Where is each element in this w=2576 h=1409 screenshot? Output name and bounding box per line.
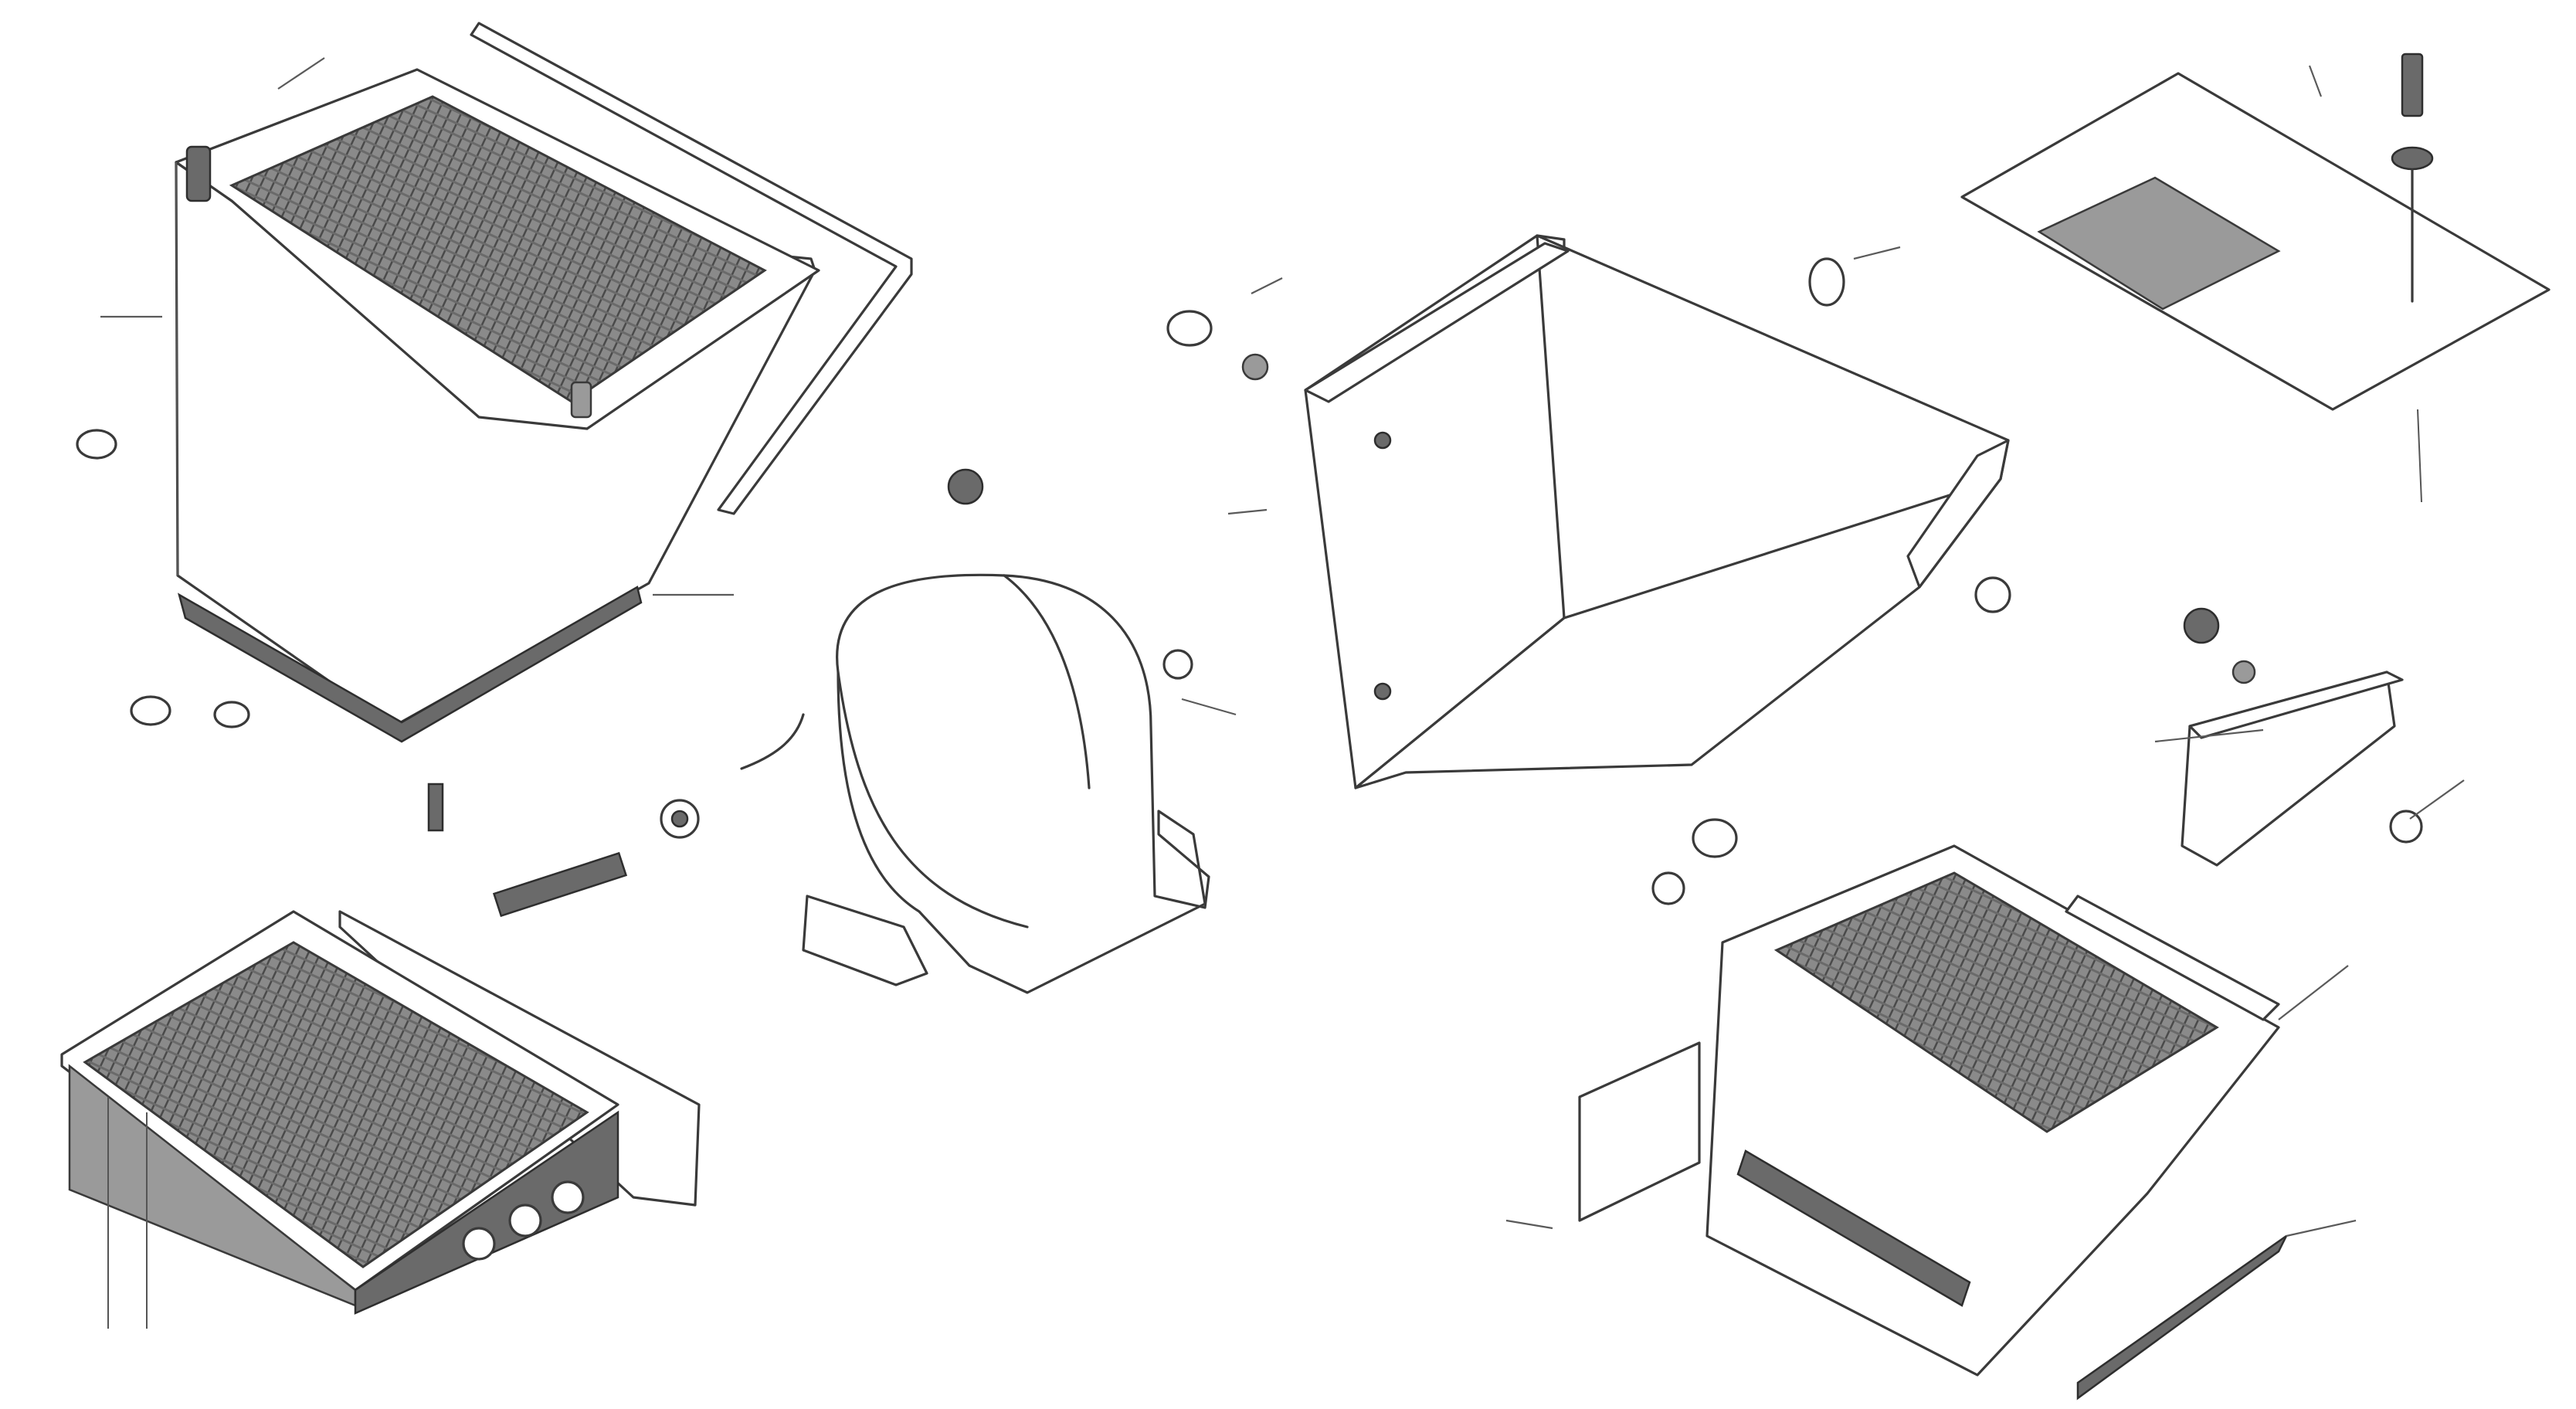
- fasteners-middle: [76, 429, 1193, 918]
- cover-plate: [1960, 53, 2551, 503]
- radiator-core: [83, 941, 589, 1268]
- open-housing-center: [1166, 234, 2011, 789]
- leader-lines: [100, 57, 2465, 1238]
- mesh-grille-right: [1773, 871, 2219, 1133]
- mesh-grille: [229, 95, 767, 403]
- cooler-housing-top-left: [175, 22, 913, 743]
- radiator-block: [60, 910, 701, 1329]
- bracket-right: [2181, 607, 2423, 867]
- cooler-housing-bottom-right: [1578, 818, 2288, 1401]
- fan-shroud: [802, 573, 1210, 994]
